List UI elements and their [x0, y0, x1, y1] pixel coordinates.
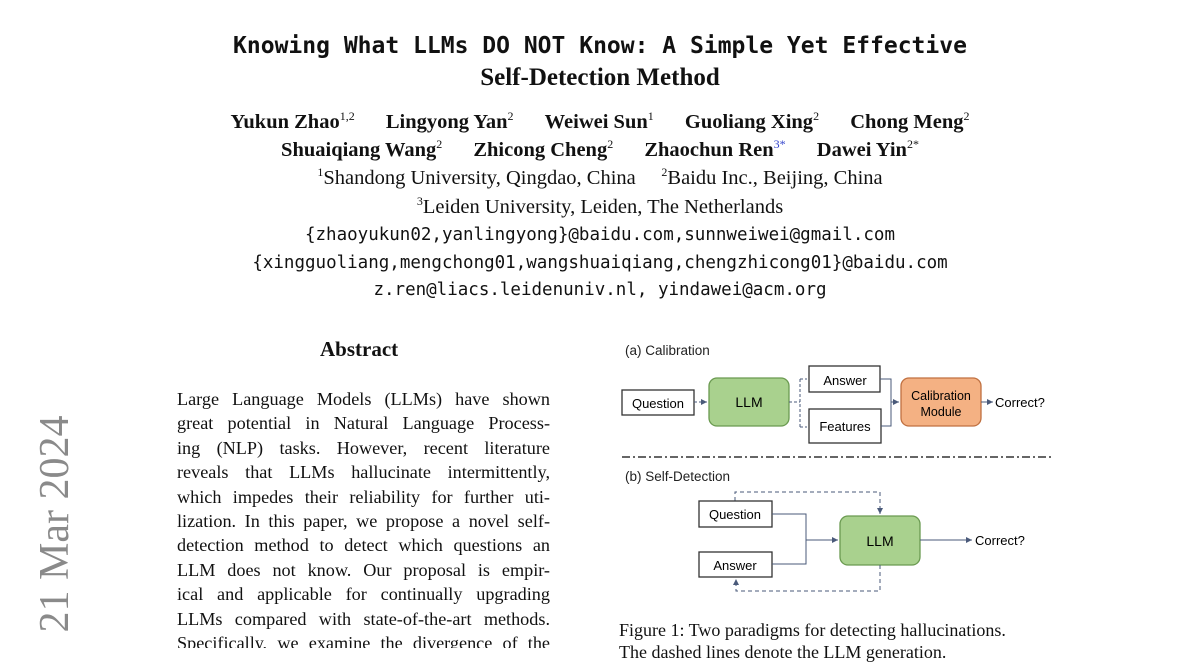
- affiliation: 1Shandong University, Qingdao, China: [317, 165, 636, 189]
- author: Dawei Yin2*: [816, 137, 919, 161]
- question-box-b: [698, 500, 773, 528]
- calibration-label: Calibration: [911, 389, 971, 403]
- title-line-2: Self-Detection Method: [480, 64, 720, 91]
- author: Yukun Zhao1,2: [230, 109, 355, 133]
- correct-label-a: Correct?: [995, 395, 1045, 410]
- question-label: Question: [632, 396, 684, 411]
- affiliations: 1Shandong University, Qingdao, China 2Ba…: [0, 164, 1200, 222]
- email-line: {zhaoyukun02,yanlingyong}@baidu.com,sunn…: [304, 225, 895, 245]
- author: Zhaochun Ren3*: [644, 137, 786, 161]
- author: Weiwei Sun1: [544, 109, 654, 133]
- author: Zhicong Cheng2: [473, 137, 614, 161]
- panel-a-label: (a) Calibration: [625, 343, 710, 358]
- title-line-1: Knowing What LLMs DO NOT Know: A Simple …: [233, 33, 967, 59]
- question-label-b: Question: [709, 507, 761, 522]
- features-label: Features: [819, 419, 871, 434]
- figure-1-diagram: (a) Calibration Question LLM Answer Feat…: [621, 343, 1052, 592]
- answer-label: Answer: [823, 373, 867, 388]
- abstract-heading: Abstract: [320, 337, 399, 361]
- emails: {zhaoyukun02,yanlingyong}@baidu.com,sunn…: [0, 222, 1200, 305]
- author: Shuaiqiang Wang2: [281, 137, 443, 161]
- author: Chong Meng2: [850, 109, 970, 133]
- llm-label-b: LLM: [866, 533, 893, 549]
- author-list: Yukun Zhao1,2 Lingyong Yan2 Weiwei Sun1 …: [0, 108, 1200, 164]
- paper-title: Knowing What LLMs DO NOT Know: A Simple …: [0, 30, 1200, 94]
- answer-label-b: Answer: [713, 558, 757, 573]
- llm-label: LLM: [735, 394, 762, 410]
- abstract-text: Large Language Models (LLMs) have shown …: [177, 389, 550, 648]
- module-label: Module: [921, 405, 962, 419]
- figure-caption: Figure 1: Two paradigms for detecting ha…: [619, 620, 1006, 662]
- answer-box-b: [698, 551, 773, 578]
- correct-label-b: Correct?: [975, 533, 1025, 548]
- author: Lingyong Yan2: [385, 109, 514, 133]
- author: Guoliang Xing2: [684, 109, 820, 133]
- affiliation: 2Baidu Inc., Beijing, China: [661, 165, 883, 189]
- answer-box: [808, 365, 881, 393]
- email-line: z.ren@liacs.leidenuniv.nl, yindawei@acm.…: [373, 280, 827, 300]
- email-line: {xingguoliang,mengchong01,wangshuaiqiang…: [252, 252, 948, 273]
- panel-b-label: (b) Self-Detection: [625, 469, 730, 484]
- affiliation: 3Leiden University, Leiden, The Netherla…: [416, 194, 784, 218]
- features-box: [808, 408, 882, 444]
